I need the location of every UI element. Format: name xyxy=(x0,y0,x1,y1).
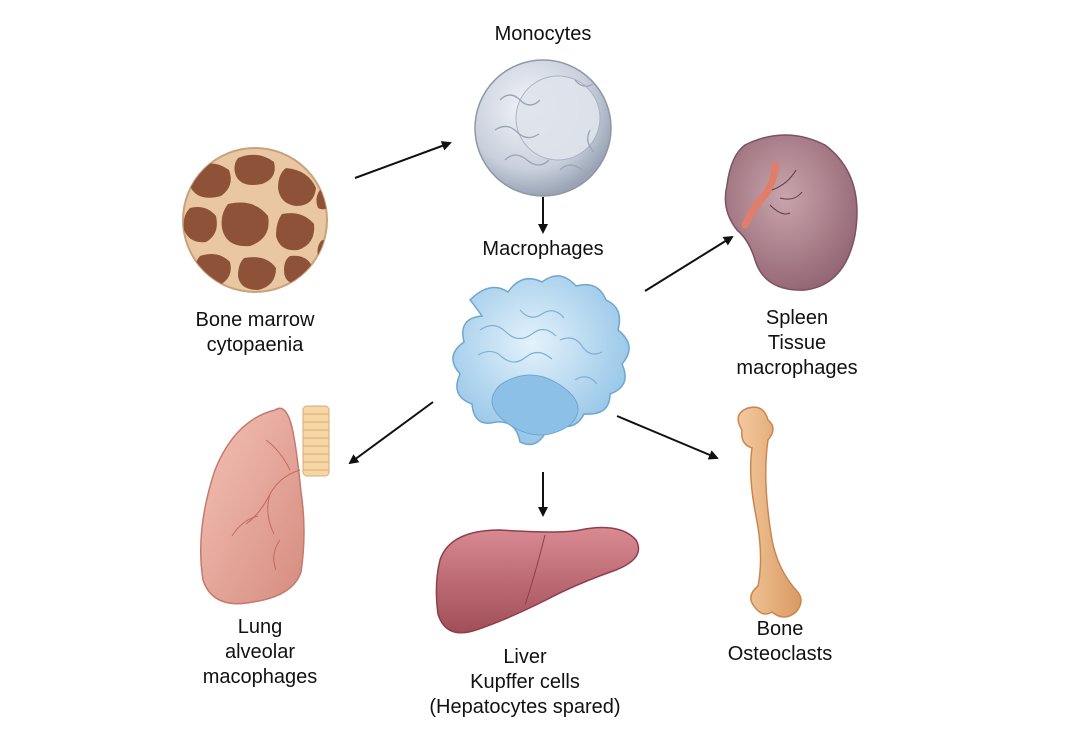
label-spleen-line-2: Tissue xyxy=(767,332,827,354)
label-macrophages-line-1: Macrophages xyxy=(482,238,604,260)
label-macrophages: Macrophages xyxy=(433,237,653,262)
bone-icon xyxy=(737,406,802,618)
arrow-macrophages-to-spleen xyxy=(644,235,734,292)
lung-icon xyxy=(199,405,330,605)
label-lung-line-3: macophages xyxy=(202,666,318,688)
spleen-icon xyxy=(724,134,858,291)
label-liver-line-1: Liver xyxy=(503,646,547,668)
label-liver-line-2: Kupffer cells xyxy=(470,671,580,693)
liver-icon xyxy=(435,526,640,634)
label-spleen-line-1: Spleen xyxy=(765,307,829,329)
label-monocytes-line-1: Monocytes xyxy=(494,23,592,45)
arrow-macrophages-to-bone xyxy=(616,415,719,460)
label-bone: Bone Osteoclasts xyxy=(700,617,860,667)
label-liver-line-3: (Hepatocytes spared) xyxy=(429,696,621,718)
label-liver: Liver Kupffer cells (Hepatocytes spared) xyxy=(400,645,650,720)
label-spleen: Spleen Tissue macrophages xyxy=(712,306,882,381)
label-spleen-line-3: macrophages xyxy=(736,357,858,379)
monocyte-cell-icon xyxy=(474,59,612,197)
arrow-marrow-to-monocytes xyxy=(354,141,452,179)
label-lung: Lung alveolar macophages xyxy=(180,615,340,690)
label-bone-marrow-line-2: cytopaenia xyxy=(206,334,304,356)
bone-marrow-icon xyxy=(182,147,328,293)
label-bone-marrow: Bone marrow cytopaenia xyxy=(160,308,350,358)
label-bone-marrow-line-1: Bone marrow xyxy=(195,309,315,331)
macrophage-cell-icon xyxy=(452,275,630,446)
label-bone-line-1: Bone xyxy=(756,618,804,640)
label-lung-line-1: Lung xyxy=(237,616,283,638)
label-bone-line-2: Osteoclasts xyxy=(727,643,833,665)
arrows xyxy=(348,141,734,517)
label-monocytes: Monocytes xyxy=(470,22,616,47)
label-lung-line-2: alveolar xyxy=(224,641,296,663)
arrow-macrophages-to-lung xyxy=(348,401,434,465)
